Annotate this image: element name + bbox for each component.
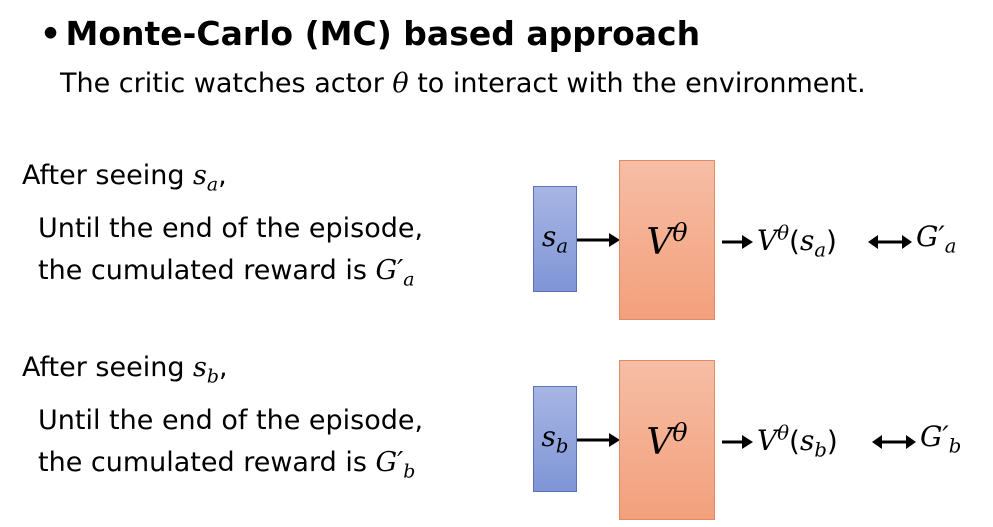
reward-b-symbol: G′b xyxy=(375,447,416,483)
subtitle: The critic watches actor θ to interact w… xyxy=(60,68,866,99)
value-function-box-b: Vθ xyxy=(619,360,715,520)
double-arrow-icon xyxy=(868,235,912,249)
state-a-symbol: sa xyxy=(193,160,219,196)
bullet-icon: • xyxy=(40,14,62,53)
arrow-right-icon xyxy=(577,433,620,447)
reward-line-a: the cumulated reward is G′a xyxy=(38,255,414,290)
after-seeing-label: After seeing xyxy=(22,352,194,383)
reward-label: the cumulated reward is xyxy=(38,447,376,478)
return-b: G′b xyxy=(920,420,962,458)
section-title-text: Monte-Carlo (MC) based approach xyxy=(65,14,701,53)
comma: , xyxy=(219,352,228,383)
reward-line-b: the cumulated reward is G′b xyxy=(38,447,415,482)
arrow-right-icon xyxy=(577,233,620,247)
return-a: G′a xyxy=(916,220,957,258)
reward-a-symbol: G′a xyxy=(375,255,415,291)
arrow-right-icon xyxy=(722,435,753,449)
reward-label: the cumulated reward is xyxy=(38,255,376,286)
episode-line-b: Until the end of the episode, xyxy=(38,405,424,436)
theta-symbol: θ xyxy=(392,68,409,99)
after-seeing-label: After seeing xyxy=(22,160,194,191)
state-b-box: sb xyxy=(533,386,577,492)
comma: , xyxy=(218,160,227,191)
subtitle-after: to interact with the environment. xyxy=(408,68,866,99)
state-a-box: sa xyxy=(533,186,577,292)
value-output-a: Vθ(sa) xyxy=(757,222,837,262)
value-output-b: Vθ(sb) xyxy=(757,422,838,462)
episode-line-a: Until the end of the episode, xyxy=(38,213,424,244)
state-b-symbol: sb xyxy=(193,352,219,388)
arrow-right-icon xyxy=(722,235,753,249)
value-function-box-a: Vθ xyxy=(619,160,715,320)
subtitle-before: The critic watches actor xyxy=(60,68,393,99)
section-title: • Monte-Carlo (MC) based approach xyxy=(40,14,700,53)
after-seeing-b: After seeing sb, xyxy=(22,352,228,387)
double-arrow-icon xyxy=(872,435,916,449)
after-seeing-a: After seeing sa, xyxy=(22,160,227,195)
